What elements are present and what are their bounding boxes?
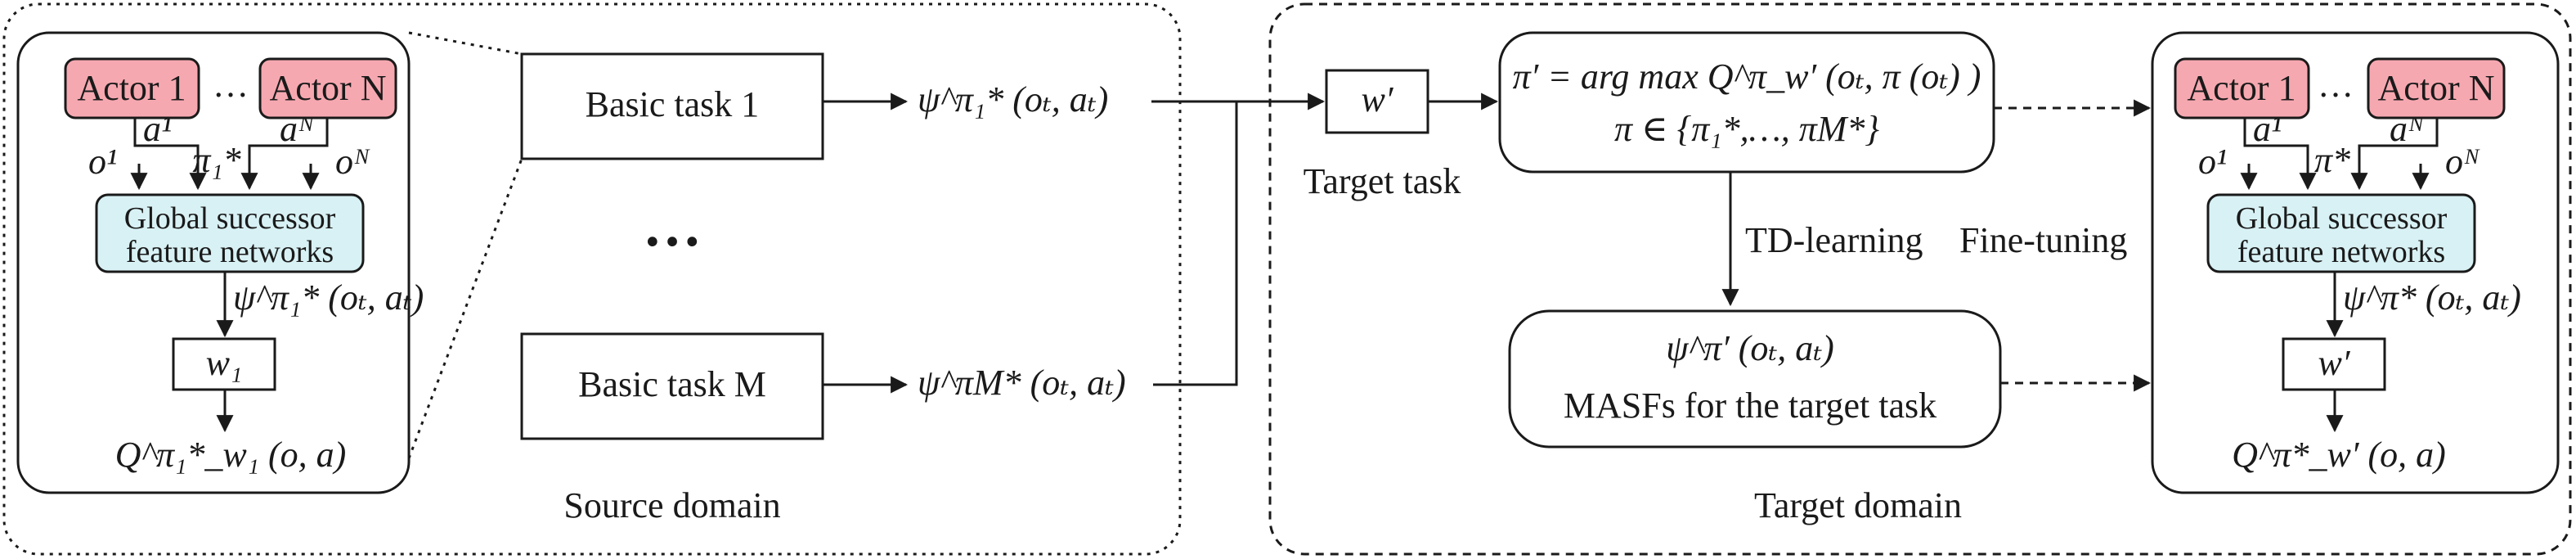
target-domain-label: Target domain [1754,485,1962,525]
masf-box [1508,309,2002,449]
basic-task-ellipsis: … [643,193,702,259]
target-actor-1-box [2174,57,2310,119]
basic-task-1-label: Basic task 1 [586,84,760,124]
psi-task-1: ψ^π₁* (oₜ, aₜ) [918,79,1108,119]
target-aN-label: aᴺ [2390,109,2425,149]
source-aN-label: aᴺ [280,109,315,149]
source-gsf-box [95,193,365,273]
target-w-label: w′ [2318,343,2351,383]
source-w-label: w₁ [206,343,243,383]
source-a1-label: a¹ [143,109,172,149]
target-a1-label: a¹ [2253,109,2282,149]
source-aN-line [240,118,329,191]
source-actor-ellipsis: … [213,65,249,105]
target-actor-1-label: Actor 1 [2187,68,2296,108]
target-gsf-box [2206,193,2476,273]
source-domain-boundary [2,2,1182,556]
target-o1-label: o¹ [2198,142,2227,182]
source-actor-1-box [64,57,200,119]
source-gsf-line1: Global successor [124,201,336,236]
source-gsf-line2: feature networks [126,235,334,269]
basic-task-m-label: Basic task M [578,364,766,404]
target-gsf-line1: Global successor [2236,201,2448,236]
source-o1-label: o¹ [88,142,117,182]
basic-task-1-box [520,52,824,160]
target-aN-line [2350,118,2439,191]
source-q-label: Q^π₁*_w₁ (o, a) [115,435,347,475]
target-q-label: Q^π*_w′ (o, a) [2232,435,2446,475]
zoom-line-top [408,31,523,56]
target-weight-label: w′ [1362,79,1394,119]
psi-task-m: ψ^πM* (oₜ, aₜ) [918,363,1126,403]
source-psi-label: ψ^π₁* (oₜ, aₜ) [233,277,424,318]
target-a1-line [2243,118,2317,191]
target-task-label: Target task [1304,161,1461,201]
policy-line1: π′ = arg max Q^π_w′ (oₜ, π (oₜ) ) [1513,56,1981,97]
target-oN-label: oᴺ [2445,142,2480,182]
target-gsf-line2: feature networks [2237,235,2445,269]
masf-label: MASFs for the target task [1564,385,1936,426]
source-a1-line [133,118,207,191]
source-actor-n-label: Actor N [270,68,387,108]
source-domain-label: Source domain [563,485,780,525]
target-psi-label: ψ^π* (oₜ, aₜ) [2343,277,2521,318]
masf-psi: ψ^π′ (oₜ, aₜ) [1666,328,1834,368]
zoom-line-bottom [407,158,523,459]
policy-box [1498,31,1995,174]
source-pi-label: π₁* [192,140,240,180]
source-oN-label: oᴺ [335,142,370,182]
source-actor-1-label: Actor 1 [77,68,186,108]
policy-line2: π ∈ {π₁*,…, πM*} [1614,109,1879,149]
target-agent-panel [2151,31,2560,494]
psi-merge-lines [1151,100,1238,386]
target-pi-label: π* [2314,140,2350,180]
fine-tuning-label: Fine-tuning [1959,220,2127,260]
target-domain-boundary [1268,2,2572,556]
td-learning-label: TD-learning [1745,220,1923,260]
source-agent-panel [16,31,411,494]
target-actor-n-label: Actor N [2378,68,2495,108]
target-w-box [2282,337,2386,391]
basic-task-m-box [520,332,824,440]
target-weight-box [1325,69,1429,134]
target-actor-ellipsis: … [2318,65,2354,105]
